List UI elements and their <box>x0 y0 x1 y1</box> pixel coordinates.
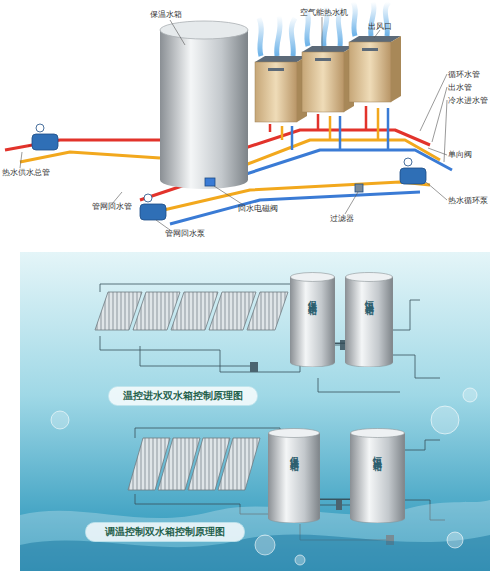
diagram-title: 温控进水双水箱控制原理图 <box>108 390 258 403</box>
water-tank: 恒温水箱 <box>345 272 393 367</box>
part-label: 冷水进水管 <box>448 96 488 106</box>
diagram-title: 调温控制双水箱控制原理图 <box>85 526 245 539</box>
water-tank: 保温水箱 <box>268 428 320 523</box>
pipe-connector <box>335 343 345 344</box>
part-label: 循环水管 <box>448 70 480 80</box>
part-label: 出水管 <box>448 83 472 93</box>
part-label: 管网回水泵 <box>165 229 205 239</box>
tank-top <box>346 273 393 282</box>
part-label: 过滤器 <box>330 214 354 224</box>
tank-label: 保温水箱 <box>306 293 319 301</box>
tank-body <box>268 433 320 523</box>
water-pump <box>32 124 426 220</box>
tank-top <box>269 429 320 438</box>
tank-outline <box>290 272 335 367</box>
band-shape <box>109 387 258 406</box>
heat-pump-unit <box>255 16 307 122</box>
band-shape <box>86 523 245 542</box>
control-piping <box>100 284 445 540</box>
part-label: 出风口 <box>368 22 392 32</box>
part-label: 单向阀 <box>448 150 472 160</box>
leader-line <box>20 17 447 230</box>
tank-label: 保温水箱 <box>288 449 301 457</box>
water-tank: 保温水箱 <box>290 272 335 367</box>
part-label: 管网回水管 <box>92 202 132 212</box>
tank-outline <box>345 272 393 367</box>
title-band: 调温控制双水箱控制原理图 <box>85 522 245 542</box>
heat-pump-unit <box>349 2 401 102</box>
tank-body <box>345 277 393 367</box>
part-label: 热水循环泵 <box>448 196 488 206</box>
tank-outline <box>350 428 405 523</box>
part-label: 保温水箱 <box>150 10 182 20</box>
water-splash <box>20 388 490 571</box>
tank-top <box>291 273 335 282</box>
title-band: 温控进水双水箱控制原理图 <box>108 386 258 406</box>
water-tank: 恒温水箱 <box>350 428 405 523</box>
tank-top <box>351 429 405 438</box>
tank-body <box>350 433 405 523</box>
tank-label: 恒温水箱 <box>371 449 384 457</box>
solar-collector <box>95 292 288 490</box>
panel-background <box>20 252 490 571</box>
tank-body <box>290 277 335 367</box>
part-label: 回水电磁阀 <box>238 204 278 214</box>
part-label: 热水供水总管 <box>2 168 50 178</box>
part-label: 空气能热水机 <box>300 8 348 18</box>
pipe-connector <box>320 499 350 500</box>
storage-tank <box>160 21 248 189</box>
heat-pump-unit <box>302 6 354 112</box>
tank-label: 恒温水箱 <box>363 293 376 301</box>
tank-outline <box>268 428 320 523</box>
